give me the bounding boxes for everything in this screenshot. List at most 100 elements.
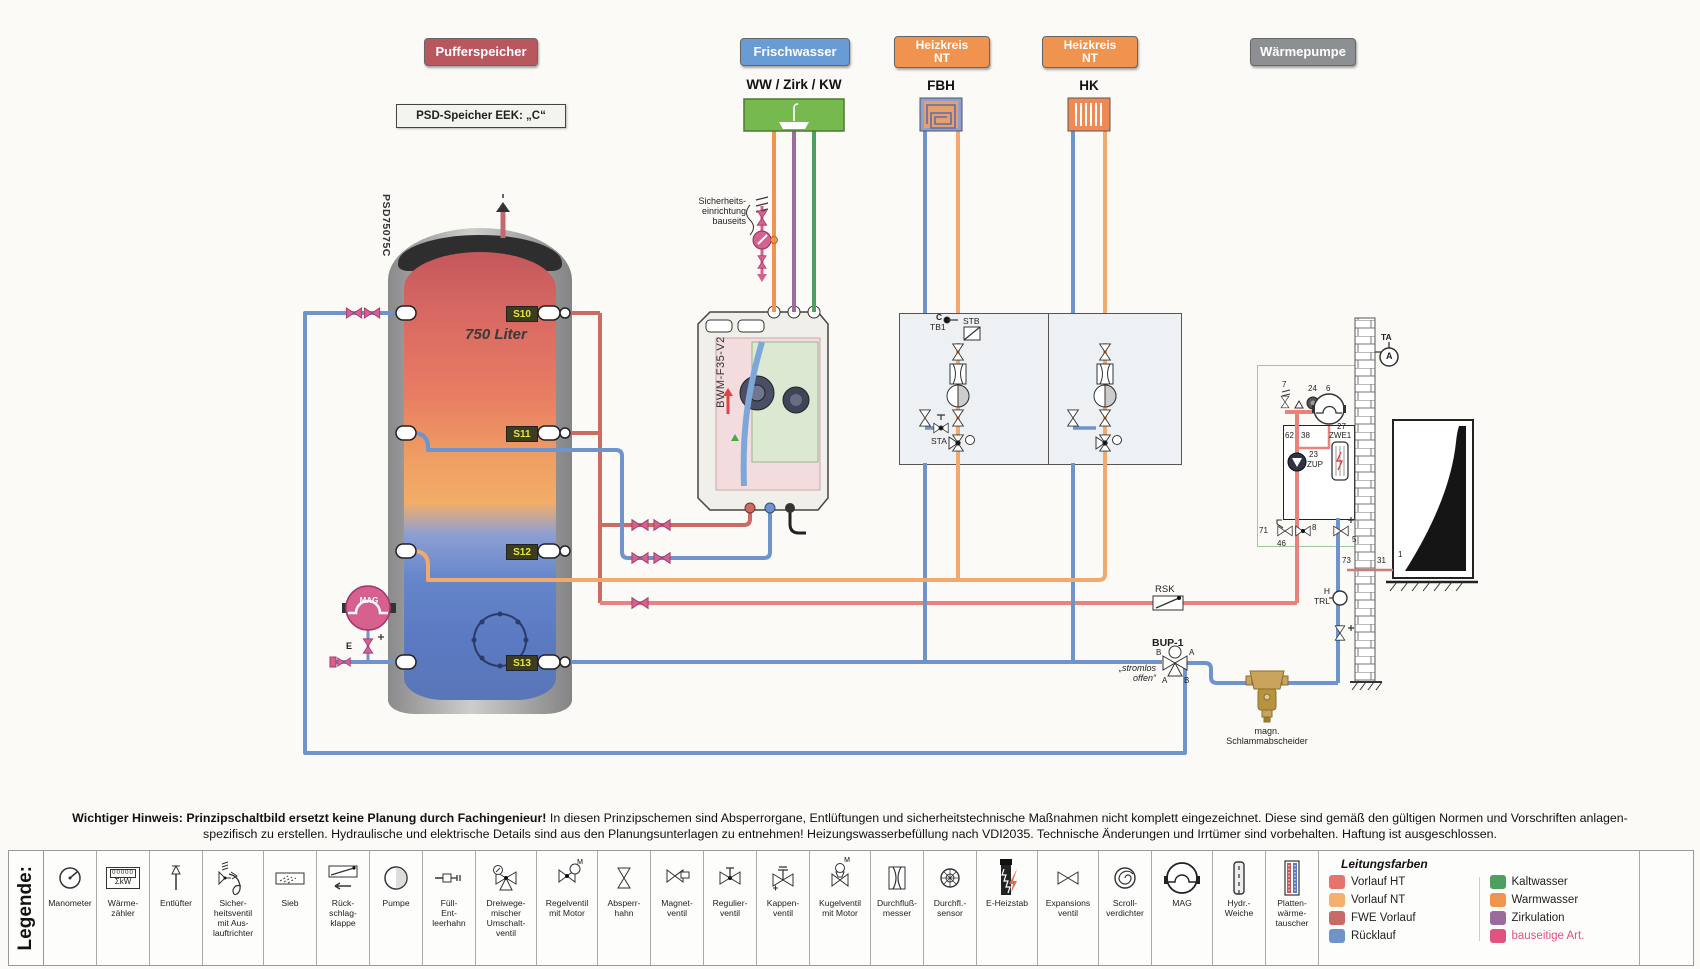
legend-item-pumpe: Pumpe [370,851,423,965]
sensor-s12: S12 [506,544,538,560]
schematic-graphics [303,97,1478,755]
legend-item-regulierventil: Regulier- ventil [704,851,757,965]
three-way-mixer-icon [486,857,526,899]
legend-item-kugelventil: M Kugelventil mit Motor [810,851,871,965]
legend-item-rueckschlagklappe: Rück- schlag- klappe [317,851,370,965]
color-warmwasser: Warmwasser [1489,893,1630,907]
drain-cock-icon [431,857,467,899]
pipe-hp-mag-branch [1297,426,1331,450]
mag-label: MAG [359,596,379,605]
line-colors-title: Leitungsfarben [1341,857,1428,871]
schlammabscheider-label: magn. Schlammabscheider [1226,726,1308,747]
schlammabscheider [1245,670,1289,723]
sensor-s13: S13 [506,655,538,671]
cap-valve-icon [765,857,801,899]
label-heizkreis-nt-1: Heizkreis NT [894,36,990,68]
expansion-valve-icon [1050,857,1086,899]
hp-27: 27 [1337,422,1346,431]
label-fbh: FBH [927,78,955,93]
hp-38: 38 [1301,431,1310,440]
fbh-stb-label: STB [963,316,980,326]
rsk-check-valve [1152,595,1184,611]
color-ruecklauf: Rücklauf [1329,929,1469,943]
tank-vent [496,194,510,238]
fill-valve-e [362,634,384,654]
safety-valve-icon [209,857,257,899]
hk-icon [1067,97,1111,132]
legend-item-eheizstab: E-Heizstab [977,851,1038,965]
hp-1: 1 [1398,550,1403,559]
hp-71: 71 [1259,526,1268,535]
color-chip [1329,875,1345,889]
safety-note: Sicherheits- einrichtung bauseits [698,196,746,227]
legend-item-fuell-entleerhahn: Füll- Ent- leerhahn [423,851,476,965]
pipe-ruecklauf-outer-loop [303,311,1187,755]
pipe-module-drain [788,510,806,535]
bup1-a-bottom: A [1162,676,1168,685]
fill-fitting [329,656,351,668]
flow-sensor-icon [932,857,968,899]
fbh-tb1-label: TB1 [930,322,946,332]
hp-31: 31 [1377,556,1386,565]
wall [1350,317,1383,691]
legend-item-absperrhahn: Absperr- hahn [598,851,651,965]
color-column-divider [1478,877,1480,941]
legend-item-expansionsventil: Expansions ventil [1038,851,1099,965]
legend-title-cell: Legende: [9,851,44,965]
legend-title: Legende: [15,865,36,951]
regulating-valve-icon [712,857,748,899]
outdoor-unit [1347,419,1478,592]
legend-item-scrollverdichter: Scroll- verdichter [1099,851,1152,965]
label-ww-zirk-kw: WW / Zirk / KW [746,77,842,92]
pipe-fwe-to-module [600,512,752,527]
hp-8: 8 [1312,523,1317,532]
notice-bold: Wichtiger Hinweis: Prinzipschaltbild ers… [72,811,547,825]
check-flap-icon [325,857,361,899]
hydraulic-separator-icon [1221,857,1257,899]
color-chip [1489,893,1506,907]
legend-item-hydrweiche: Hydr.- Weiche [1213,851,1266,965]
scroll-compressor-icon [1107,857,1143,899]
bup1-label: BUP-1 [1152,637,1184,649]
electric-heater-icon [987,857,1027,899]
legend-item-sieb: Sieb [264,851,317,965]
hp-46: 46 [1277,539,1286,548]
legend-item-durchflussmesser: Durchfluß- messer [871,851,924,965]
mag-icon [1160,857,1204,899]
bup1-b-top: B [1156,648,1162,657]
color-bauseitig: bauseitige Art. [1489,929,1630,943]
legend-item-plattenwaermetauscher: Platten- wärme- tauscher [1266,851,1319,965]
h-trl-label: H TRL [1313,586,1330,606]
legend-item-dreiwegemischer: Dreiwege- mischer Umschalt- ventil [476,851,537,965]
tank-model-vertical: PSD75075C [380,194,392,257]
hk-internals [1067,343,1122,452]
color-kaltwasser: Kaltwasser [1489,875,1630,889]
notice-rest: In diesen Prinzipschemen sind Absperrorg… [546,811,1628,825]
pipe-vorlauf-nt [415,463,1107,582]
hp-7: 7 [1282,380,1287,389]
strainer-icon [272,857,308,899]
control-valve-motor-icon: M [547,857,587,899]
color-vorlauf-ht: Vorlauf HT [1329,875,1469,889]
sink-icon [743,98,845,132]
bup1-a-top: A [1189,648,1195,657]
legend-item-durchflusssensor: Durchfl.- sensor [924,851,977,965]
rsk-label: RSK [1155,584,1175,595]
shutoff-icon [606,857,642,899]
bup1-b-bottom: B [1184,676,1190,685]
hp-62: 62 [1285,431,1294,440]
pipe-hp-safety [1285,410,1314,425]
tank-ports [395,305,571,670]
legend-spacer [1640,851,1693,965]
legend-item-manometer: Manometer [44,851,97,965]
hp-5: 5 [1352,535,1357,544]
pipe-module-return [415,431,772,560]
color-chip [1489,911,1506,925]
hp-6: 6 [1326,384,1331,393]
fbh-icon [919,97,963,132]
flow-meter-icon [879,857,915,899]
fbh-sta-label: STA [931,436,947,446]
